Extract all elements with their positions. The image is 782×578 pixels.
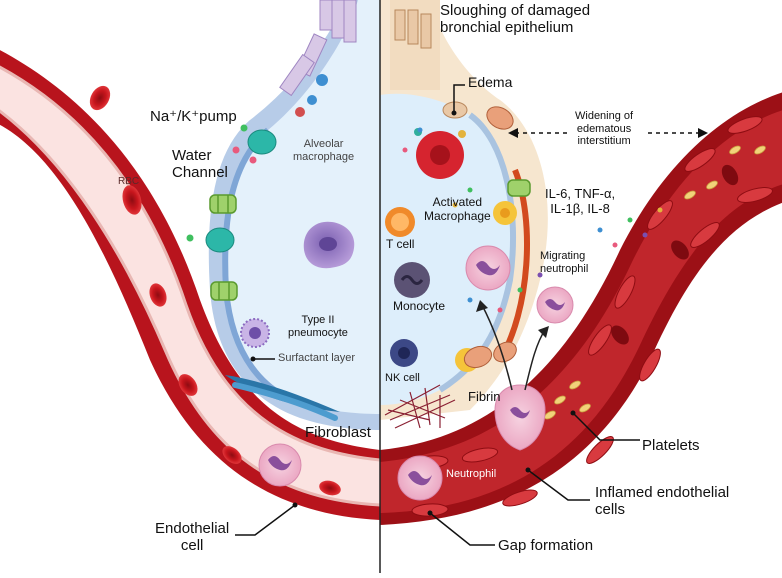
neutrophil-label: Neutrophil [446, 468, 497, 480]
inflamed-endothelial-label: Inflamed endothelial cells [595, 484, 729, 519]
na-k-pump-2 [186, 227, 235, 253]
fibrin-network [384, 384, 456, 429]
alveolar-macrophage-line-1: Alveolar [303, 138, 344, 150]
cytokine-particles [402, 127, 663, 313]
widening-line-2: edematous [576, 122, 632, 135]
leader-lines [235, 84, 640, 546]
nk-cell [390, 339, 418, 367]
nk-cell-label: NK cell [385, 372, 420, 384]
sloughing-line-2: bronchial epithelium [440, 19, 574, 37]
water-channels [209, 194, 238, 301]
migrating-neutrophil-label: Migrating neutrophil [540, 250, 588, 275]
alveolar-space [225, 0, 380, 414]
sloughing-line-1: Sloughing of damaged [440, 2, 591, 19]
fibrin-label: Fibrin [468, 389, 501, 404]
healthy-side [0, 0, 380, 520]
platelets [544, 145, 766, 420]
injured-epithelial-cells [463, 106, 517, 369]
alveolar-macrophage-line-2: macrophage [293, 150, 355, 163]
rbc-cells-left [89, 85, 341, 496]
type2-pneumocyte-line-1: Type II [301, 314, 335, 326]
endothelial-cell-line-2: cell [180, 537, 204, 555]
na-k-pump-label: Na⁺/K⁺pump [150, 108, 237, 125]
type2-pneumocyte-line-2: pneumocyte [288, 326, 348, 339]
activated-macrophage [414, 128, 466, 179]
bronchial-epithelium-right [390, 0, 468, 119]
rbc-label: RBC [118, 176, 140, 187]
water-channel-line-2: Channel [172, 164, 228, 182]
migrating-neutrophil-gap [494, 384, 546, 451]
inflamed-endothelial-line-2: cells [595, 501, 626, 519]
alveolar-neutrophils [465, 245, 574, 324]
migrating-neutrophil-line-2: neutrophil [540, 262, 589, 275]
monocyte [394, 262, 430, 298]
neutrophil-inflamed-vessel [397, 455, 443, 501]
activated-macrophage-label: Activated Macrophage [424, 195, 491, 224]
na-k-pump [232, 124, 277, 164]
water-channel-label: Water Channel [172, 147, 228, 182]
injured-alveolar-space [380, 93, 514, 406]
endothelial-cell-label: Endothelial cell [155, 520, 229, 555]
endothelial-cell-line-1: Endothelial [155, 520, 230, 537]
t-cell [385, 207, 415, 237]
migrating-neutrophil-line-1: Migrating [540, 250, 586, 262]
surfactant-layer-label: Surfactant layer [278, 352, 356, 364]
alveolar-macrophage-label: Alveolar macrophage [293, 138, 354, 163]
water-channel-line-1: Water [172, 147, 212, 164]
cytokines-line-1: IL-6, TNF-α, [545, 186, 616, 201]
water-channel-right [507, 179, 531, 197]
alveolar-macrophage [303, 221, 355, 269]
widening-line-3: interstitium [577, 135, 631, 148]
migration-arrows [481, 304, 546, 391]
fibroblast [225, 375, 340, 421]
monocyte-label: Monocyte [393, 299, 446, 313]
edema-label: Edema [468, 74, 513, 90]
fibroblast-label: Fibroblast [305, 424, 371, 441]
activated-macrophage-line-1: Activated [432, 195, 483, 209]
inflamed-endothelial-cells [411, 116, 773, 517]
normal-vessel-lumen [0, 67, 380, 505]
widening-line-1: Widening of [575, 110, 634, 122]
sloughing-label: Sloughing of damaged bronchial epitheliu… [440, 2, 590, 37]
injured-side [380, 0, 782, 525]
platelets-label: Platelets [642, 437, 700, 454]
cytokines-line-2: IL-1β, IL-8 [550, 200, 610, 216]
widening-label: Widening of edematous interstitium [575, 110, 633, 148]
widening-arrow [508, 128, 708, 138]
neutrophil-in-vessel [258, 443, 302, 487]
rbc-cells-right [611, 164, 739, 345]
inflamed-endothelial-line-1: Inflamed endothelial [595, 484, 730, 501]
bronchial-epithelium-left [279, 0, 357, 117]
type2-pneumocyte-label: Type II pneumocyte [288, 314, 348, 339]
activated-macrophage-line-2: Macrophage [424, 208, 491, 223]
t-cell-label: T cell [386, 237, 415, 251]
type-ii-pneumocyte [240, 318, 270, 348]
gap-formation-label: Gap formation [498, 537, 594, 554]
inflamed-vessel-lumen [380, 110, 782, 513]
cytokines-label: IL-6, TNF-α, IL-1β, IL-8 [545, 186, 616, 217]
